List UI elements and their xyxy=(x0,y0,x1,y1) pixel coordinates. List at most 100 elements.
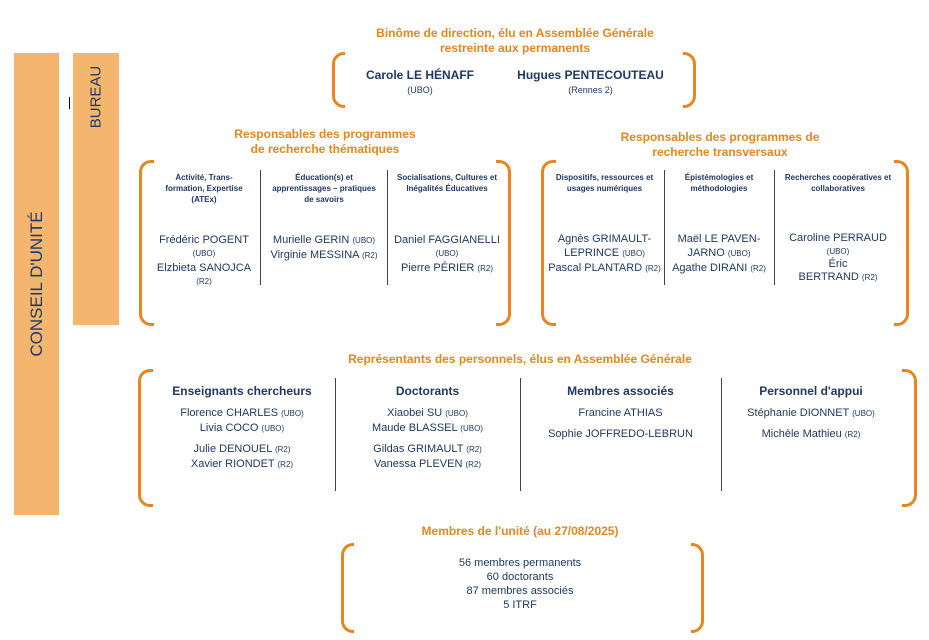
divider xyxy=(335,378,336,491)
person-affiliation: (UBO) xyxy=(622,249,645,258)
transversal-col-cooperatives: Recherches coopératives et collaborative… xyxy=(776,172,900,284)
person-affiliation: (UBO) xyxy=(852,409,875,418)
programme-heading: Activité, Trans- formation, Expertise (A… xyxy=(165,173,243,204)
person-affiliation: (UBO) xyxy=(435,249,459,258)
divider xyxy=(721,378,722,491)
person-affiliation: (UBO) xyxy=(460,424,483,433)
person-name: LEPRINCE xyxy=(564,247,620,259)
thematic-col-socialisations: Socialisations, Cultures et Inégalités É… xyxy=(388,172,506,276)
transversal-col-epistemologies: Épistémologies et méthodologies Maël LE … xyxy=(666,172,772,276)
programme-heading: Épistémologies et méthodologies xyxy=(684,173,754,193)
conseil-bar: CONSEIL D'UNITÉ xyxy=(14,53,59,515)
bureau-label: BUREAU xyxy=(87,65,105,128)
person-name: Livia COCO xyxy=(199,422,259,434)
representatives-bracket-right xyxy=(902,369,917,507)
programme-heading: Éducation(s) et apprentissages – pratiqu… xyxy=(272,173,376,204)
representatives-bracket-left xyxy=(138,369,153,507)
divider xyxy=(260,170,261,285)
text-cursor xyxy=(69,97,70,109)
person-name: Julie DENOUEL xyxy=(193,443,272,455)
person-name: Caroline PERRAUD xyxy=(789,232,887,244)
person-name: Gildas GRIMAULT xyxy=(373,443,464,455)
person-affiliation: (UBO) xyxy=(281,409,304,418)
programme-heading: Dispositifs, ressources et usages numéri… xyxy=(555,173,654,193)
rep-heading: Enseignants chercheurs xyxy=(172,384,312,398)
person-name: Michèle Mathieu xyxy=(761,428,842,440)
person-affiliation: (R2) xyxy=(861,273,878,282)
divider xyxy=(774,170,775,285)
person-name: Stéphanie DIONNET xyxy=(747,407,850,419)
rep-col-associes: Membres associés Francine ATHIAS Sophie … xyxy=(521,384,720,442)
person-affiliation: (R2) xyxy=(277,460,294,469)
members-bracket-right xyxy=(691,543,704,633)
rep-col-appui: Personnel d'appui Stéphanie DIONNET (UBO… xyxy=(722,384,900,442)
rep-heading: Doctorants xyxy=(395,384,460,398)
direction-bracket-right xyxy=(683,52,696,108)
person-affiliation: (R2) xyxy=(645,264,661,273)
person-affiliation: (UBO) xyxy=(826,247,850,256)
members-bracket-left xyxy=(341,543,354,633)
members-count-line: 87 membres associés xyxy=(466,585,574,597)
person-name: Maude BLASSEL xyxy=(372,422,458,434)
direction-member-2: Hugues PENTECOUTEAU (Rennes 2) xyxy=(508,68,673,95)
person-name: Murielle GERIN xyxy=(272,234,350,246)
person-name: Agathe DIRANI xyxy=(672,262,748,274)
person-name: Sophie JOFFREDO-LEBRUN xyxy=(548,428,693,440)
thematic-title: Responsables des programmes de recherche… xyxy=(234,127,416,156)
person-name: Agnès GRIMAULT- xyxy=(557,233,652,245)
person-name: Xiaobei SU xyxy=(387,407,443,419)
person-name: Daniel FAGGIANELLI xyxy=(394,234,500,246)
director-affiliation: (UBO) xyxy=(407,85,433,95)
members-list: 56 membres permanents 60 doctorants 87 m… xyxy=(400,556,640,612)
person-affiliation: (UBO) xyxy=(445,409,468,418)
transversal-title: Responsables des programmes de recherche… xyxy=(620,130,820,159)
thematic-col-atex: Activité, Trans- formation, Expertise (A… xyxy=(150,172,258,289)
programme-heading: Socialisations, Cultures et Inégalités É… xyxy=(396,173,498,193)
person-affiliation: (UBO) xyxy=(261,424,285,433)
person-name: Pierre PÉRIER xyxy=(401,262,475,274)
person-affiliation: (UBO) xyxy=(727,249,751,258)
thematic-bracket-left xyxy=(139,160,154,326)
bureau-bar: BUREAU xyxy=(73,53,119,325)
members-count-line: 60 doctorants xyxy=(486,571,554,583)
person-name: Francine ATHIAS xyxy=(578,407,663,419)
direction-bracket-left xyxy=(332,52,345,108)
director-name: Hugues PENTECOUTEAU xyxy=(517,68,664,82)
members-count-line: 5 ITRF xyxy=(503,599,537,611)
person-name: Florence CHARLES xyxy=(180,407,279,419)
rep-heading: Personnel d'appui xyxy=(759,384,863,398)
transversal-col-numerique: Dispositifs, ressources et usages numéri… xyxy=(547,172,662,276)
person-name: Virginie MESSINA xyxy=(270,249,359,261)
divider xyxy=(387,170,388,285)
rep-heading: Membres associés xyxy=(567,384,674,398)
person-name: Frédéric POGENT xyxy=(159,234,249,246)
person-name: Maël LE PAVEN- xyxy=(677,233,761,245)
person-name: JARNO xyxy=(687,247,725,259)
person-name: Vanessa PLEVEN xyxy=(373,458,463,470)
director-name: Carole LE HÉNAFF xyxy=(365,68,474,82)
person-name: Xavier RIONDET xyxy=(190,458,275,470)
person-affiliation: (R2) xyxy=(750,264,766,273)
divider xyxy=(520,378,521,491)
thematic-col-education: Éducation(s) et apprentissages – pratiqu… xyxy=(262,172,386,263)
person-name: BERTRAND xyxy=(798,271,859,283)
person-affiliation: (R2) xyxy=(196,277,212,286)
person-affiliation: (R2) xyxy=(844,430,861,439)
person-name: Pascal PLANTARD xyxy=(548,262,643,274)
person-affiliation: (R2) xyxy=(466,445,482,454)
conseil-label: CONSEIL D'UNITÉ xyxy=(26,211,46,357)
person-affiliation: (R2) xyxy=(274,445,291,454)
person-affiliation: (UBO) xyxy=(192,249,216,258)
direction-title: Binôme de direction, élu en Assemblée Gé… xyxy=(376,26,654,55)
transversal-bracket-right xyxy=(894,160,909,326)
person-affiliation: (R2) xyxy=(465,460,482,469)
rep-col-doctorants: Doctorants Xiaobei SU (UBO) Maude BLASSE… xyxy=(336,384,519,472)
person-affiliation: (R2) xyxy=(361,251,378,260)
members-count-line: 56 membres permanents xyxy=(458,557,582,569)
director-affiliation: (Rennes 2) xyxy=(568,85,613,95)
rep-col-enseignants: Enseignants chercheurs Florence CHARLES … xyxy=(150,384,334,472)
programme-heading: Recherches coopératives et collaborative… xyxy=(784,173,892,193)
person-affiliation: (R2) xyxy=(477,264,493,273)
person-name: Éric xyxy=(828,258,848,270)
direction-member-1: Carole LE HÉNAFF (UBO) xyxy=(350,68,490,95)
